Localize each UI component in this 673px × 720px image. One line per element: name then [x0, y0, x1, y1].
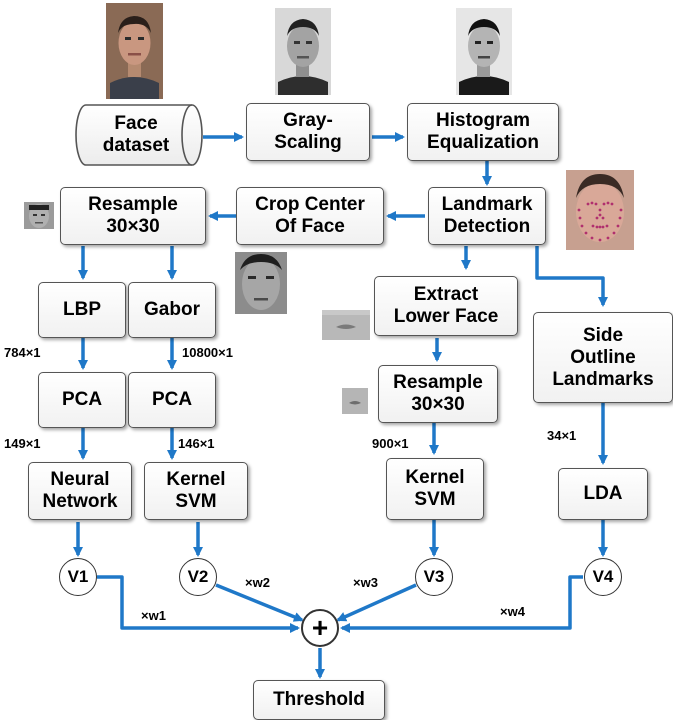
- arrow-landmark-to-side: [535, 246, 608, 307]
- svm2-line-1: Kernel: [405, 467, 465, 488]
- resample2-line-2: 30×30: [411, 394, 465, 415]
- histogram-line-2: Equalization: [427, 132, 539, 153]
- extract-line-2: Lower Face: [393, 306, 499, 327]
- threshold-node: Threshold: [253, 680, 385, 720]
- landmark-line-2: Detection: [443, 216, 531, 237]
- equalized-face-image: [456, 8, 512, 95]
- dim-10800-label: 10800×1: [182, 345, 233, 360]
- weight-w3-label: ×w3: [353, 575, 378, 590]
- crop-line-2: Of Face: [275, 216, 345, 237]
- pca-node-2: PCA: [128, 372, 216, 428]
- dim-34-label: 34×1: [547, 428, 577, 443]
- gray-scaling-line-2: Scaling: [274, 132, 342, 153]
- side-line-2: Outline: [570, 346, 636, 368]
- arrow-v1-to-sum: [97, 575, 300, 633]
- pca2-label: PCA: [151, 389, 193, 410]
- v3-label: V3: [423, 567, 445, 586]
- lbp-node: LBP: [38, 282, 126, 338]
- resample1-line-2: 30×30: [106, 216, 160, 237]
- weight-w2-label: ×w2: [245, 575, 270, 590]
- gabor-face-image: [235, 252, 287, 314]
- resample1-line-1: Resample: [88, 194, 178, 215]
- gray-scaling-line-1: Gray-: [283, 110, 333, 131]
- side-line-1: Side: [582, 324, 624, 346]
- dim-784-label: 784×1: [4, 345, 41, 360]
- extract-line-1: Extract: [413, 284, 479, 305]
- svm1-line-1: Kernel: [166, 469, 226, 490]
- face-dataset-shape: [75, 104, 203, 166]
- nn-line-1: Neural: [50, 469, 110, 490]
- crop-line-1: Crop Center: [255, 194, 365, 215]
- gray-scaling-node: Gray-Scaling: [246, 103, 370, 161]
- vote-v4-circle: V4: [584, 558, 622, 596]
- resample2-line-1: Resample: [393, 372, 483, 393]
- face-dataset-line-1: Face: [114, 113, 158, 134]
- dim-146-label: 146×1: [178, 436, 215, 451]
- dim-900-label: 900×1: [372, 436, 409, 451]
- landmark-line-1: Landmark: [441, 194, 533, 215]
- landmark-face-image: [566, 170, 634, 250]
- histogram-line-1: Histogram: [436, 110, 530, 131]
- lbp-label: LBP: [63, 299, 101, 320]
- pca1-label: PCA: [61, 389, 103, 410]
- weight-w1-label: ×w1: [141, 608, 166, 623]
- lda-label: LDA: [583, 483, 623, 504]
- sum-circle: +: [301, 609, 339, 647]
- gray-face-image: [275, 8, 331, 95]
- nn-line-2: Network: [42, 491, 118, 512]
- arrow-v3-to-sum: [336, 583, 417, 622]
- vote-v3-circle: V3: [415, 558, 453, 596]
- lower-face-image: [322, 310, 370, 340]
- small-face-thumb: [24, 202, 54, 229]
- lower-face-thumb: [342, 388, 368, 414]
- vote-v2-circle: V2: [179, 558, 217, 596]
- v4-label: V4: [592, 567, 614, 586]
- side-line-3: Landmarks: [552, 368, 654, 390]
- dim-149-label: 149×1: [4, 436, 41, 451]
- weight-w4-label: ×w4: [500, 604, 525, 619]
- gabor-node: Gabor: [128, 282, 216, 338]
- arrow-v2-to-sum: [215, 583, 304, 622]
- svm2-line-2: SVM: [414, 489, 456, 510]
- color-face-image: [106, 3, 163, 99]
- threshold-label: Threshold: [273, 689, 365, 710]
- gabor-label: Gabor: [144, 299, 200, 320]
- arrow-v4-to-sum: [340, 575, 583, 633]
- sum-label: +: [311, 612, 329, 643]
- svm1-line-2: SVM: [175, 491, 217, 512]
- v1-label: V1: [67, 567, 89, 586]
- vote-v1-circle: V1: [59, 558, 97, 596]
- face-dataset-line-2: dataset: [102, 135, 170, 156]
- pca-node-1: PCA: [38, 372, 126, 428]
- lda-node: LDA: [558, 468, 648, 520]
- v2-label: V2: [187, 567, 209, 586]
